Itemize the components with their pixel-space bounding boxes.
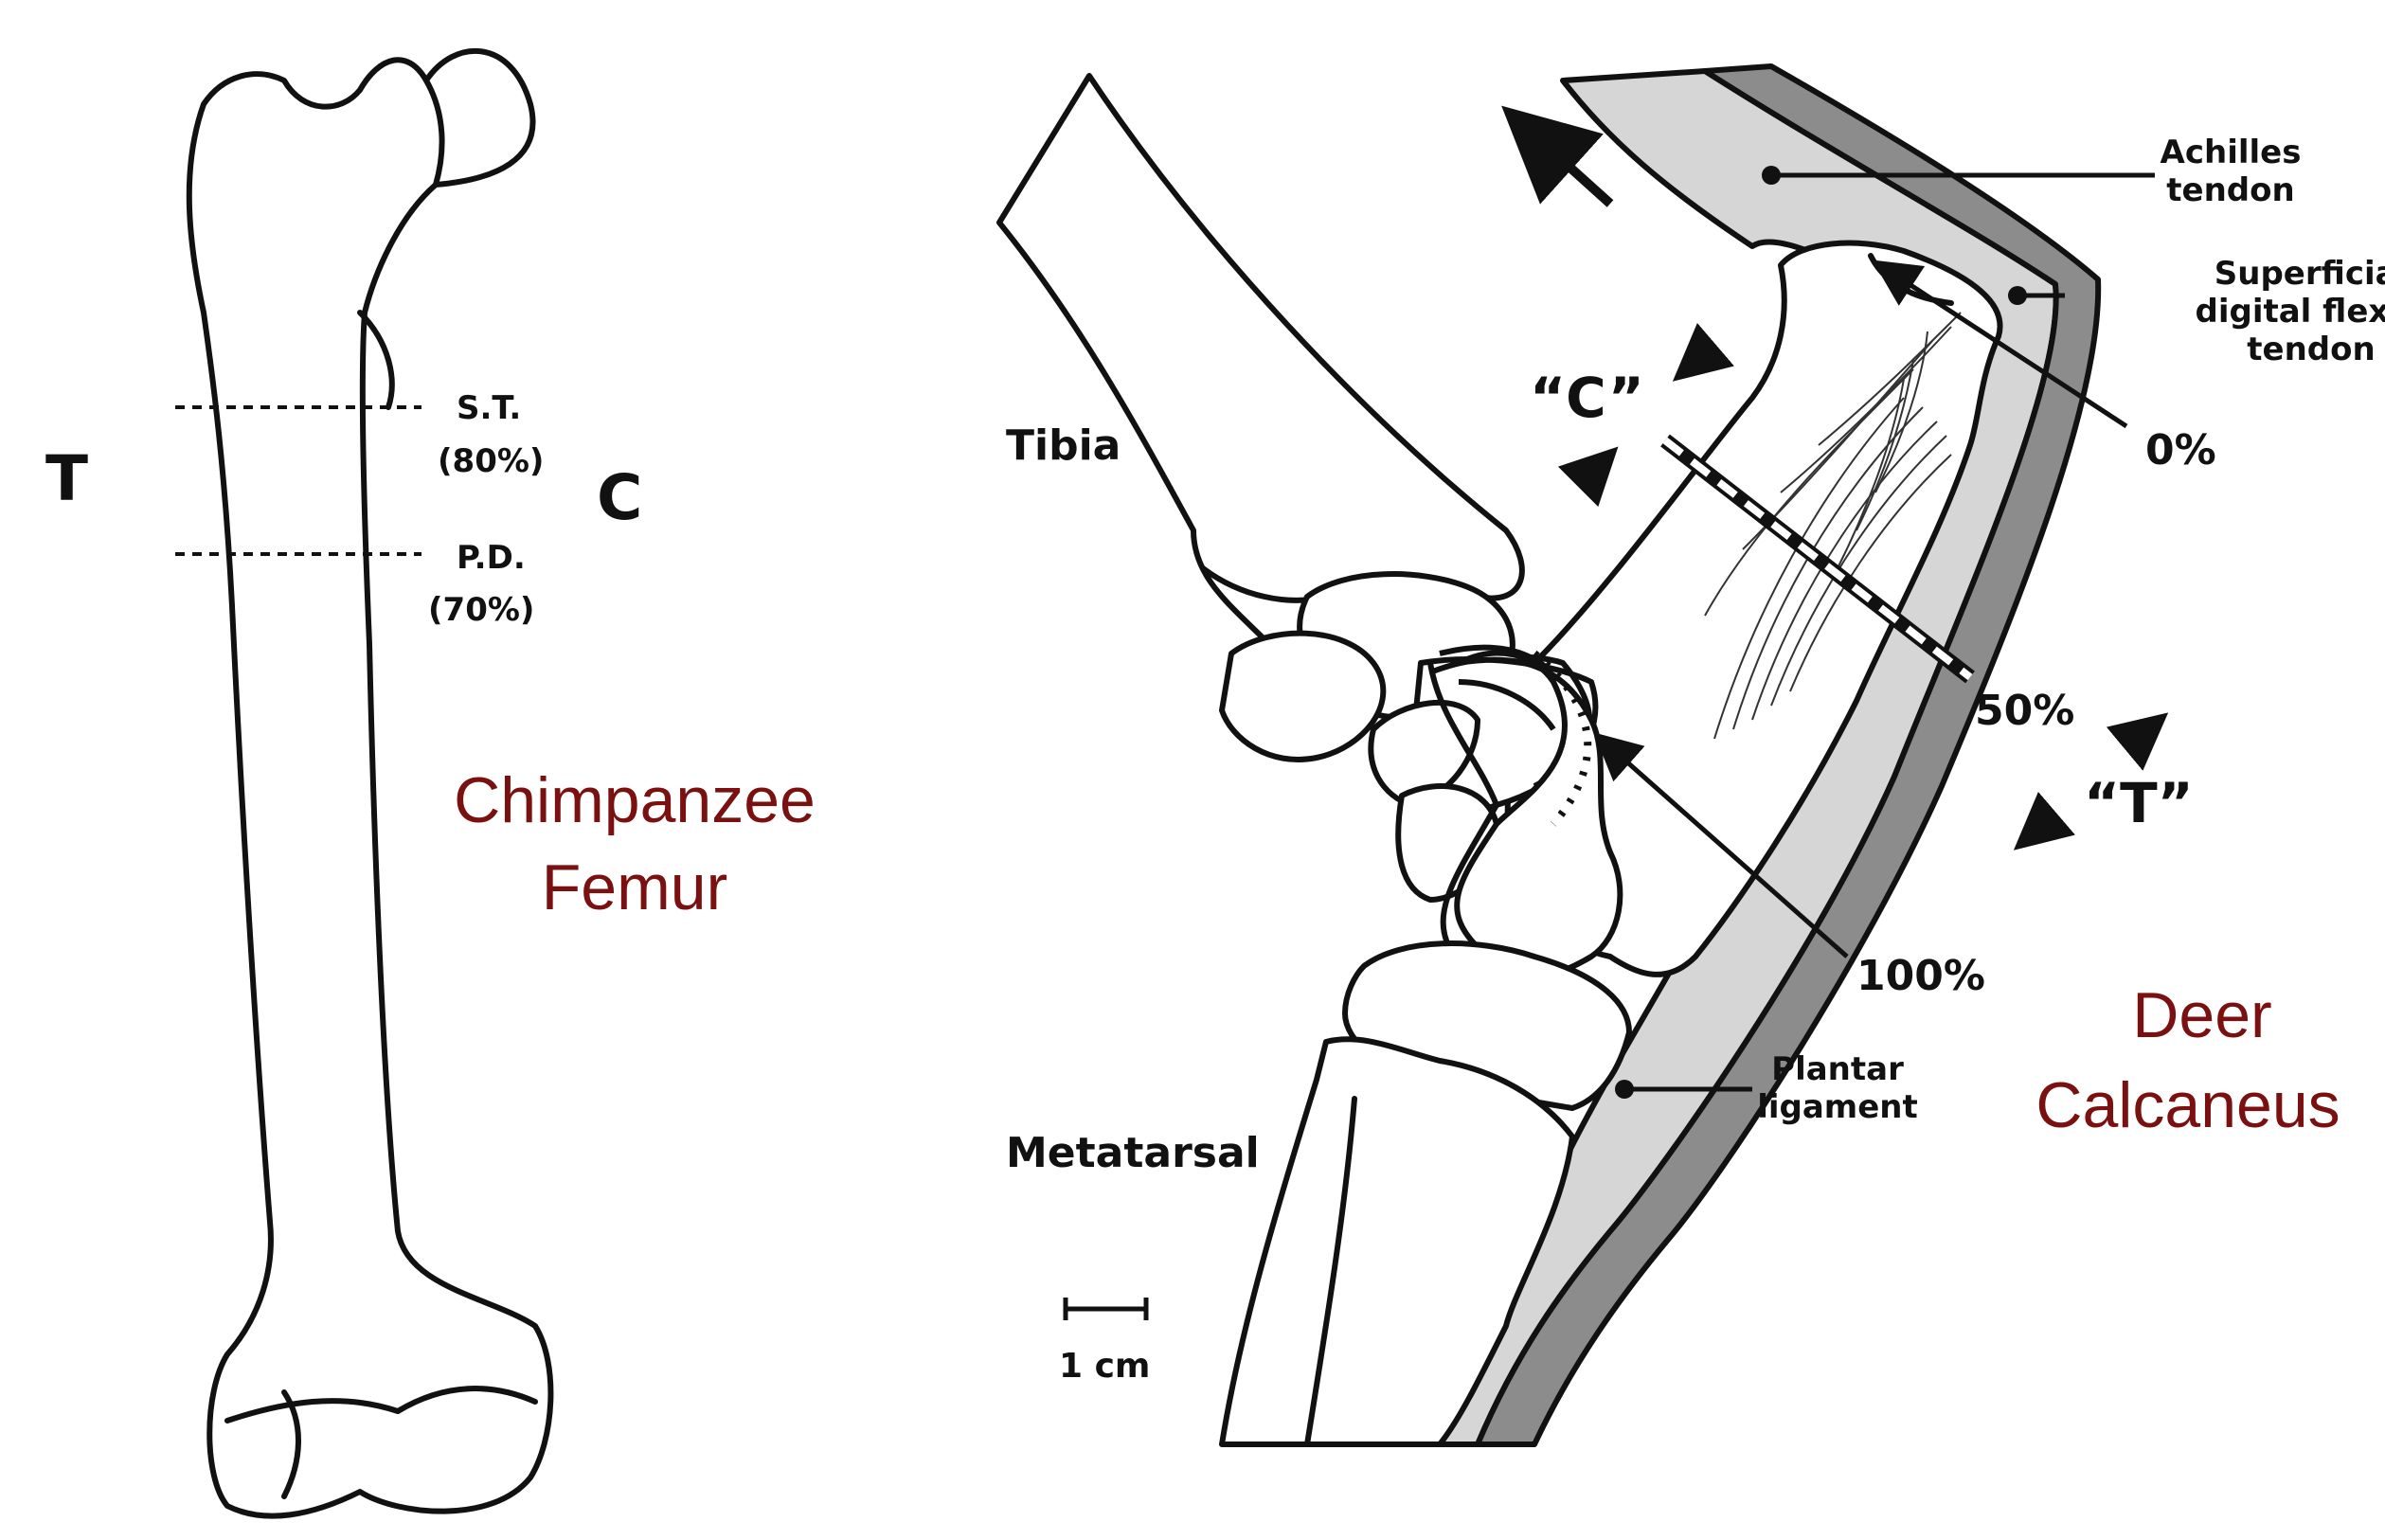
label-plantar-1: Plantar — [1771, 1050, 1904, 1088]
label-sdf-3: tendon — [2247, 331, 2375, 368]
pointer-dot-sdf — [2008, 286, 2027, 305]
femur-label-tension: T — [45, 442, 88, 515]
scale-bar — [1066, 1298, 1146, 1320]
label-50pct: 50% — [1975, 687, 2074, 735]
calcaneus-caption-line2: Calcaneus — [2035, 1069, 2340, 1141]
compression-arrow-in — [1681, 346, 1714, 374]
label-scale: 1 cm — [1059, 1347, 1150, 1386]
label-achilles-1: Achilles — [2161, 134, 2302, 171]
femur-caption-line1: Chimpanzee — [454, 764, 816, 836]
label-plantar-2: ligament — [1757, 1088, 1918, 1126]
femur-panel: T C S.T. (80%) P.D. (70%) Chimpanzee Fem… — [45, 51, 816, 1516]
calcaneus-panel: Achilles tendon Superficial digital flex… — [999, 66, 2385, 1444]
section-label-pd: P.D. — [457, 539, 526, 577]
label-tibia: Tibia — [1006, 421, 1121, 470]
section-label-pd-pct: (70%) — [428, 591, 534, 629]
label-achilles-2: tendon — [2166, 171, 2294, 209]
label-100pct: 100% — [1856, 952, 1985, 1000]
calcaneus-caption-line1: Deer — [2132, 979, 2271, 1051]
label-sdf-1: Superficial — [2215, 255, 2385, 293]
pull-direction-arrow — [1515, 118, 1610, 204]
label-cortex-t: “T” — [2084, 771, 2194, 835]
section-label-st-pct: (80%) — [438, 442, 544, 480]
compression-arrow-out — [1582, 455, 1610, 483]
pointer-dot-achilles — [1762, 166, 1781, 185]
tension-arrow-in — [2022, 815, 2055, 843]
tension-arrow-out — [2131, 720, 2160, 743]
femur-caption-line2: Femur — [542, 851, 727, 923]
label-cortex-c: “C” — [1530, 366, 1644, 430]
femur-label-compression: C — [597, 461, 642, 534]
label-0pct: 0% — [2145, 426, 2216, 475]
pointer-dot-plantar — [1615, 1080, 1634, 1099]
label-metatarsal: Metatarsal — [1006, 1129, 1260, 1177]
label-sdf-2: digital flexor — [2196, 293, 2385, 331]
section-label-st: S.T. — [457, 389, 521, 427]
